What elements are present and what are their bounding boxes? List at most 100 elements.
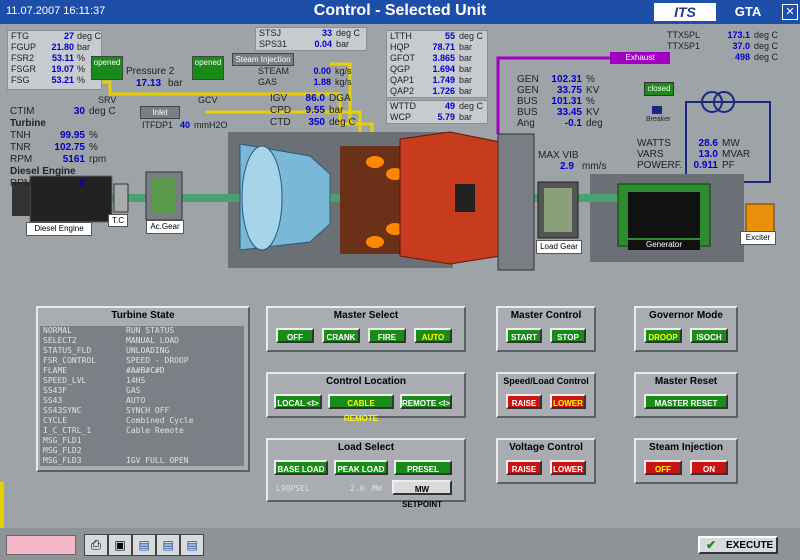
pressure2-label: Pressure 2 xyxy=(126,66,175,77)
tc-tag: T.C xyxy=(108,214,128,227)
l90psel-unit: MW xyxy=(372,484,382,493)
l90psel-label: L90PSEL xyxy=(276,484,310,493)
steam-on-button[interactable]: ON xyxy=(690,460,728,475)
page-title: Control - Selected Unit xyxy=(313,2,487,19)
peak-load-button[interactable]: PEAK LOAD xyxy=(334,460,388,475)
alarm-indicator[interactable] xyxy=(6,535,76,555)
maxvib-label: MAX VIB xyxy=(538,150,579,161)
speed-lower-button[interactable]: LOWER xyxy=(550,394,586,409)
master-off-button[interactable]: OFF xyxy=(276,328,314,343)
breaker-icon[interactable] xyxy=(652,106,662,114)
state-row: MSG_FLD1 xyxy=(43,436,82,445)
status-marker xyxy=(0,482,4,528)
generator-tag: Generator xyxy=(628,240,700,250)
isoch-button[interactable]: ISOCH xyxy=(690,328,728,343)
steam-off-button[interactable]: OFF xyxy=(644,460,682,475)
gcv-label: GCV xyxy=(198,95,218,105)
speed-load-control-panel: Speed/Load Control RAISE LOWER xyxy=(496,372,596,418)
load-select-panel: Load Select BASE LOAD PEAK LOAD PRESEL L… xyxy=(266,438,466,509)
ac-gear-tag: Ac.Gear xyxy=(146,220,184,234)
monitor-icon[interactable]: ▤ xyxy=(156,534,180,556)
inlet-tag: Inlet xyxy=(140,106,180,119)
control-location-panel: Control Location LOCAL <I> CABLE REMOTE … xyxy=(266,372,466,423)
voltage-lower-button[interactable]: LOWER xyxy=(550,460,586,475)
srv-label: SRV xyxy=(98,95,117,105)
gcv-valve-icon[interactable] xyxy=(200,82,212,92)
gcv-valve-status[interactable]: opened xyxy=(192,56,224,80)
its-logo: ITS xyxy=(654,3,716,21)
voltage-control-panel: Voltage Control RAISE LOWER xyxy=(496,438,596,484)
presel-load-button[interactable]: PRESEL LOAD xyxy=(394,460,452,489)
speed-raise-button[interactable]: RAISE xyxy=(506,394,542,409)
execute-label: EXECUTE xyxy=(726,540,774,551)
master-crank-button[interactable]: CRANK xyxy=(322,328,360,343)
fuel-pipe xyxy=(60,62,374,146)
execute-button[interactable]: ✔ EXECUTE xyxy=(698,536,778,554)
srv-valve-icon[interactable] xyxy=(100,82,112,92)
voltage-raise-button[interactable]: RAISE xyxy=(506,460,542,475)
itfdp1-value: 40 xyxy=(180,120,191,130)
exciter-tag: Exciter xyxy=(740,231,776,245)
mw-setpoint-button[interactable]: MW SETPOINT xyxy=(392,480,452,509)
checkmark-icon: ✔ xyxy=(706,538,717,552)
bus-line xyxy=(685,91,771,183)
exhaust-tag: Exhaust xyxy=(610,52,670,64)
diesel-heading: Diesel Engine xyxy=(10,166,76,177)
master-fire-button[interactable]: FIRE xyxy=(368,328,406,343)
itfdp1-label: ITFDP1 xyxy=(142,120,174,130)
base-load-button[interactable]: BASE LOAD xyxy=(274,460,328,475)
network-icon[interactable]: ▣ xyxy=(108,534,132,556)
start-button[interactable]: START xyxy=(506,328,542,343)
srv-valve-status[interactable]: opened xyxy=(91,56,123,80)
maxvib-unit: mm/s xyxy=(582,161,607,172)
remote-button[interactable]: REMOTE <I> xyxy=(400,394,452,409)
l90psel-value: 2.0 xyxy=(350,484,365,493)
master-control-panel: Master Control START STOP xyxy=(496,306,596,352)
maxvib-value: 2.9 xyxy=(560,161,574,172)
breaker-status[interactable]: closed xyxy=(644,82,674,96)
pressure2-unit: bar xyxy=(168,78,183,89)
printer-icon[interactable]: ⎙ xyxy=(84,534,108,556)
stop-button[interactable]: STOP xyxy=(550,328,586,343)
master-reset-button[interactable]: MASTER RESET xyxy=(644,394,728,409)
monitor-icon[interactable]: ▤ xyxy=(132,534,156,556)
close-icon[interactable]: ✕ xyxy=(782,4,798,20)
state-row: FLAME#A#B#C#D xyxy=(43,366,165,375)
steam-injection-tag: Steam Injection xyxy=(232,53,294,66)
local-button[interactable]: LOCAL <I> xyxy=(274,394,322,409)
master-reset-panel: Master Reset MASTER RESET xyxy=(634,372,738,418)
cable-remote-button[interactable]: CABLE REMOTE xyxy=(328,394,394,423)
load-gear-tag: Load Gear xyxy=(536,240,582,254)
droop-button[interactable]: DROOP xyxy=(644,328,682,343)
monitor-icon[interactable]: ▤ xyxy=(180,534,204,556)
governor-mode-panel: Governor Mode DROOP ISOCH xyxy=(634,306,738,352)
unit-name: GTA xyxy=(734,4,762,19)
master-auto-button[interactable]: AUTO xyxy=(414,328,452,343)
breaker-label: Breaker xyxy=(646,116,671,123)
exciter xyxy=(745,203,775,233)
